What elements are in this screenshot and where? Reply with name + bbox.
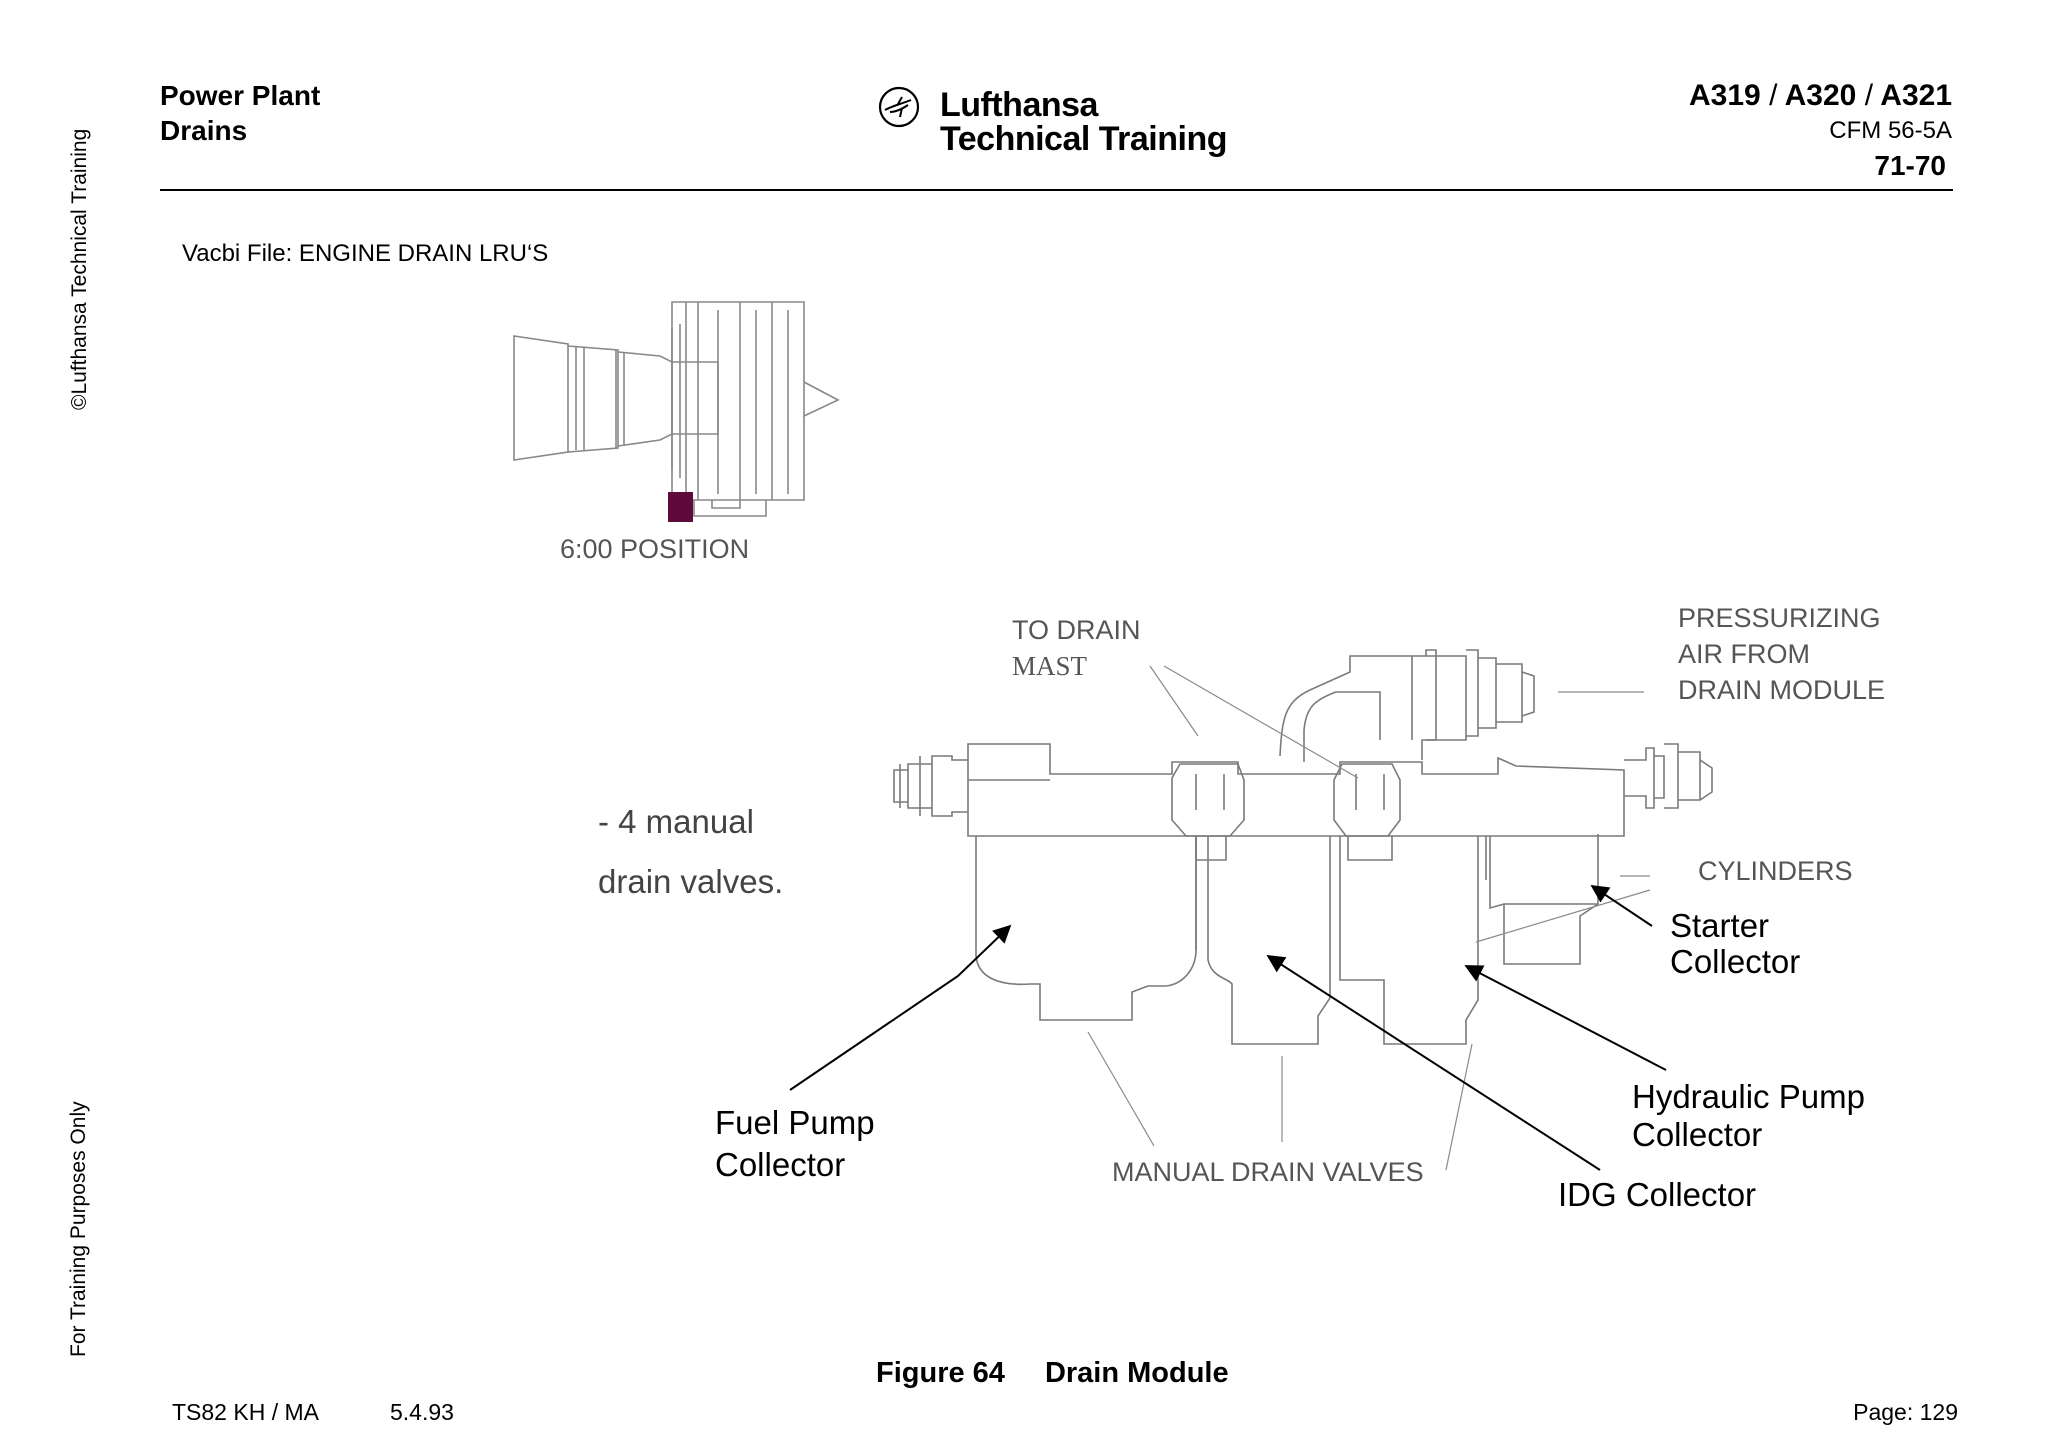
to-drain-mast-line2: MAST	[1012, 651, 1088, 681]
leader-lines	[1087, 665, 1651, 1171]
pressurizing-line3: DRAIN MODULE	[1678, 675, 1886, 705]
manual-valves-note-line2: drain valves.	[598, 863, 784, 900]
manual-valves-note-line1: - 4 manual	[598, 803, 754, 840]
model-a319: A319	[1689, 79, 1761, 112]
hydraulic-line2: Collector	[1632, 1116, 1763, 1153]
engine-type: CFM 56-5A	[1829, 117, 1952, 144]
pressurizing-line2: AIR FROM	[1678, 639, 1810, 669]
starter-line2: Collector	[1670, 943, 1801, 980]
hydraulic-line1: Hydraulic Pump	[1632, 1078, 1865, 1115]
pressurizing-line1: PRESSURIZING	[1678, 603, 1881, 633]
page-section-title: Power Plant Drains	[160, 78, 320, 148]
drain-module-location-marker	[668, 492, 693, 522]
engine-outline	[513, 301, 840, 517]
logo-line1: Lufthansa	[940, 86, 1098, 124]
footer-date: 5.4.93	[390, 1399, 454, 1425]
fuel-line2: Collector	[715, 1146, 846, 1183]
aircraft-info: A319 / A320 / A321 CFM 56-5A 71-70	[1689, 78, 1952, 184]
model-separator: /	[1864, 79, 1874, 112]
ata-chapter: 71-70	[1874, 150, 1946, 181]
hydraulic-pump-collector-callout: Hydraulic Pump Collector	[1632, 1078, 1865, 1154]
lufthansa-crane-logo	[878, 86, 920, 128]
section-title-line2: Drains	[160, 115, 248, 146]
starter-line1: Starter	[1670, 907, 1770, 944]
starter-collector-callout: Starter Collector	[1670, 908, 1800, 980]
model-a320: A320	[1784, 79, 1857, 112]
footer-page-number: Page: 129	[1853, 1399, 1958, 1425]
callout-arrows	[789, 885, 1667, 1171]
figure-title: Drain Module	[1044, 1357, 1229, 1389]
cylinders-label: CYLINDERS	[1698, 856, 1853, 886]
fuel-line1: Fuel Pump	[715, 1104, 875, 1141]
vacbi-file-label: Vacbi File: ENGINE DRAIN LRU‘S	[182, 240, 549, 267]
pressurizing-air-label: PRESSURIZING AIR FROM DRAIN MODULE	[1678, 600, 1885, 708]
manual-drain-valves-label: MANUAL DRAIN VALVES	[1112, 1157, 1424, 1187]
figure-number: Figure 64	[876, 1357, 1005, 1389]
idg-collector-callout: IDG Collector	[1558, 1176, 1757, 1213]
drain-module-body	[893, 649, 1713, 1045]
logo-wordmark: Lufthansa Technical Training	[940, 86, 1228, 158]
to-drain-mast-label: TO DRAIN MAST	[1012, 612, 1141, 684]
to-drain-mast-line1: TO DRAIN	[1012, 615, 1141, 645]
figure-caption: Figure 64 Drain Module	[876, 1357, 1229, 1390]
header-divider	[160, 189, 1953, 191]
manual-valves-note: - 4 manual drain valves.	[598, 792, 783, 912]
fuel-pump-collector-callout: Fuel Pump Collector	[715, 1102, 875, 1186]
footer-course: TS82 KH / MA	[172, 1399, 319, 1425]
logo-line2: Technical Training	[940, 120, 1228, 158]
model-separator: /	[1769, 79, 1778, 112]
aircraft-models: A319 / A320 / A321	[1689, 78, 1952, 114]
section-title-line1: Power Plant	[160, 80, 321, 111]
position-label: 6:00 POSITION	[560, 534, 750, 564]
model-a321: A321	[1880, 79, 1952, 112]
